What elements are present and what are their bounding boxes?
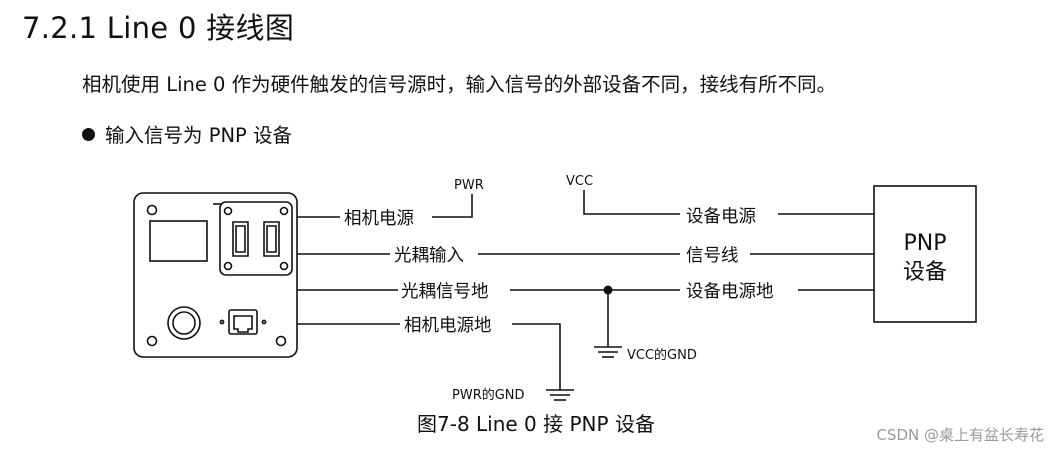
watermark: CSDN @桌上有盆长寿花	[876, 426, 1044, 444]
camera-body	[133, 192, 298, 358]
label-signal-line: 信号线	[686, 246, 739, 266]
label-pwr-gnd: PWR的GND	[452, 387, 525, 403]
ground-junction-dot	[603, 285, 613, 295]
label-opto-ground: 光耦信号地	[401, 282, 489, 302]
section-title: 7.2.1 Line 0 接线图	[22, 11, 295, 45]
bullet-text: 输入信号为 PNP 设备	[105, 124, 293, 147]
label-camera-power: 相机电源	[344, 209, 414, 229]
bullet-item: 输入信号为 PNP 设备	[82, 121, 292, 151]
label-opto-input: 光耦输入	[394, 246, 464, 266]
camera-io-connector	[167, 306, 201, 340]
label-vcc: VCC	[566, 174, 593, 189]
label-vcc-gnd: VCC的GND	[627, 347, 697, 363]
bullet-dot-icon	[82, 128, 95, 141]
camera-ethernet-port	[228, 309, 258, 335]
figure-caption: 图7-8 Line 0 接 PNP 设备	[417, 412, 655, 436]
intro-paragraph: 相机使用 Line 0 作为硬件触发的信号源时，输入信号的外部设备不同，接线有所…	[82, 73, 837, 96]
camera-vent-plate	[219, 201, 293, 276]
camera-window	[149, 220, 208, 262]
label-pwr: PWR	[454, 178, 484, 193]
label-camera-power-ground: 相机电源地	[404, 316, 492, 336]
device-label-line2: 设备	[903, 260, 947, 285]
label-device-power: 设备电源	[686, 207, 756, 227]
label-device-power-ground: 设备电源地	[686, 282, 774, 302]
device-label-line1: PNP	[904, 231, 947, 256]
